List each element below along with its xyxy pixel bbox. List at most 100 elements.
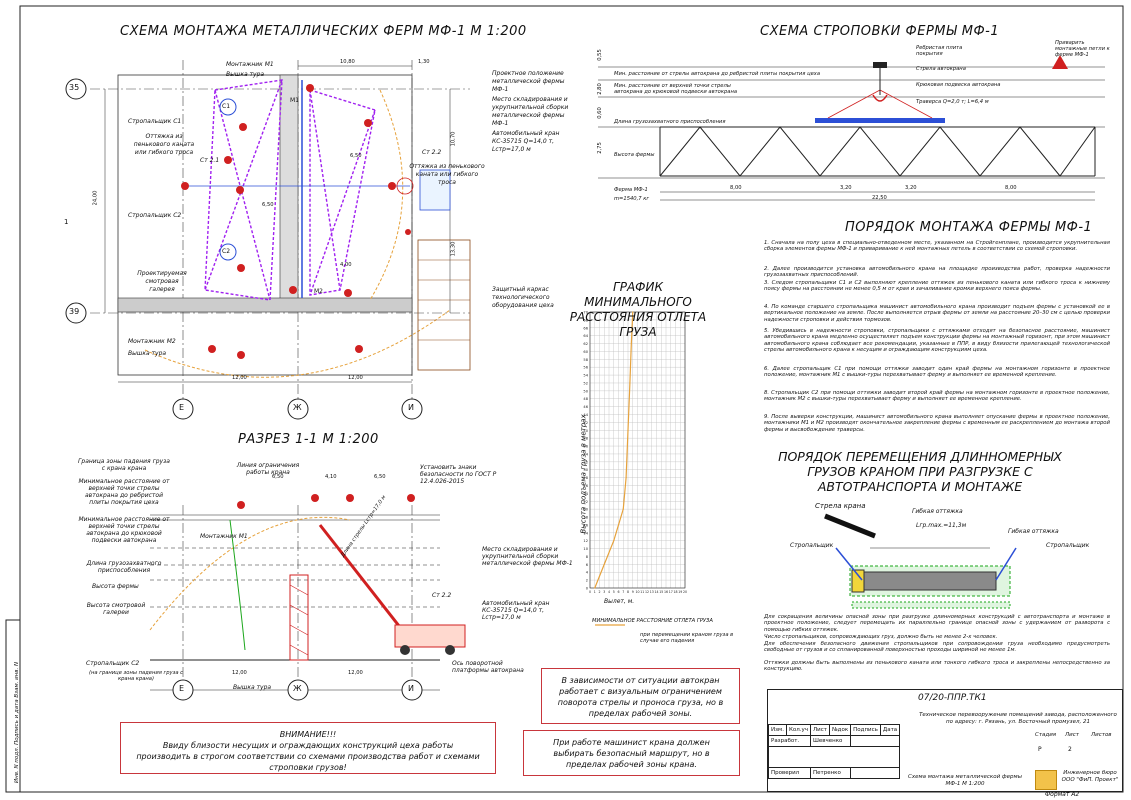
section-axis-e: Е <box>179 684 185 693</box>
title-chart: ГРАФИК МИНИМАЛЬНОГО РАССТОЯНИЯ ОТЛЕТА ГР… <box>569 280 707 339</box>
axis-e: Е <box>179 403 185 412</box>
tb-drawing-name: Схема монтажа металлической фермы МФ-1 М… <box>908 774 1022 787</box>
plan-c1: С1 <box>222 103 231 110</box>
chart-legend-title: МИНИМАЛЬНОЕ РАССТОЯНИЕ ОТЛЕТА ГРУЗА <box>592 618 713 624</box>
tb-sheet: 2 <box>1068 746 1072 753</box>
plan-dim-2: 12,00 <box>348 375 363 381</box>
section-gallery-height: Высота смотровой галереи <box>86 602 146 616</box>
chart-y-tick-label: 0 <box>586 587 589 591</box>
tb-company: Инженерное бюро ООО "ФиП. Проект" <box>1061 770 1119 783</box>
chart-point <box>632 311 634 313</box>
tb-developed-name: Шевченко <box>809 735 852 747</box>
side-stamp: Инв. N подл. Подпись и дата Взам. инв. N <box>14 661 20 783</box>
attention-text: Ввиду близости несущих и ограждающих кон… <box>136 741 480 772</box>
procedure-step: 6. Далее стропальщик С1 при помощи оттяж… <box>764 366 1110 379</box>
chart-y-tick-label: 4 <box>586 571 589 575</box>
procedure-step: 9. После выверки конструкции, машинист а… <box>764 414 1110 433</box>
chart-point <box>613 540 615 542</box>
tb-header: Подпись <box>850 724 881 736</box>
sling-dim-1: 8,00 <box>730 185 742 191</box>
plan-dim-8: 10,70 <box>450 131 457 147</box>
sling-scheme <box>598 55 1105 201</box>
plan-dim-5: 24,00 <box>92 190 99 206</box>
sling-dim-3: 3,20 <box>905 185 917 191</box>
tb-header: Дата <box>879 724 901 736</box>
chart-y-tick-label: 2 <box>586 579 588 583</box>
chart-min-distance: 0246810121416182022242628303234363840424… <box>583 311 687 626</box>
axis-row-35: 35 <box>69 83 80 92</box>
chart-x-tick-label: 8 <box>627 590 629 594</box>
chart-y-tick-label: 30 <box>583 468 588 472</box>
procedure-step: 3. Следом стропальщики С1 и С2 выполняют… <box>764 280 1110 293</box>
sling-min-dist-slab: Мин. расстояние от стрелы автокрана до р… <box>614 71 821 77</box>
title-sling-scheme: СХЕМА СТРОПОВКИ ФЕРМЫ МФ-1 <box>760 24 1000 39</box>
sling-dim-5: 22,50 <box>872 195 887 201</box>
section-slinger-note: (на границе зоны падения груза с крана к… <box>88 670 184 682</box>
tb-sheets-label: Листов <box>1091 732 1112 738</box>
sling-dim-9: 2,75 <box>596 142 603 154</box>
chart-x-tick-label: 1 <box>594 590 596 594</box>
section-min-hook: Минимальное расстояние от верхней точки … <box>78 516 170 544</box>
chart-y-tick-label: 20 <box>583 508 588 512</box>
chart-y-tick-label: 34 <box>583 452 588 456</box>
chart-y-tick-label: 64 <box>583 334 588 338</box>
chart-y-tick-label: 28 <box>583 476 588 480</box>
axis-zh: Ж <box>293 403 302 412</box>
chart-x-tick-label: 14 <box>654 590 658 594</box>
tb-project: Техническое перевооружение помещений зав… <box>919 712 1117 725</box>
chart-y-tick-label: 18 <box>583 516 588 520</box>
chart-y-tick-label: 38 <box>583 437 588 441</box>
chart-point <box>603 563 605 565</box>
chart-y-tick-label: 68 <box>583 318 588 322</box>
section-signs: Установить знаки безопасности по ГОСТ Р … <box>420 464 497 485</box>
chart-point <box>625 477 627 479</box>
chart-y-tick-label: 48 <box>583 397 588 401</box>
chart-y-tick-label: 62 <box>583 342 588 346</box>
plan-dim-9: 13,30 <box>450 241 457 257</box>
chart-x-tick-label: 0 <box>589 590 591 594</box>
chart-y-tick-label: 12 <box>583 539 588 543</box>
plan-tower: Вышка тура <box>226 71 265 78</box>
chart-y-tick-label: 8 <box>586 555 589 559</box>
plan-m1: М1 <box>290 97 299 104</box>
company-logo <box>1035 770 1057 790</box>
chart-point <box>629 382 631 384</box>
plan-dim-4: 1,30 <box>418 59 430 65</box>
chart-y-tick-label: 70 <box>583 311 588 315</box>
section-crane: Автомобильный кран КС-35715 Q=14,0 т, Lс… <box>482 600 550 621</box>
chart-y-tick-label: 42 <box>583 421 588 425</box>
title-section: РАЗРЕЗ 1-1 М 1:200 <box>238 432 379 447</box>
procedure-step: 4. По команде старшего стропальщика маши… <box>764 304 1110 323</box>
chart-x-tick-label: 18 <box>673 590 677 594</box>
section-dim-4: 12,00 <box>232 670 247 676</box>
plan-dim-3: 10,80 <box>340 59 355 65</box>
chart-x-tick-label: 4 <box>608 590 610 594</box>
ll-lgr: Lгр.max.=11,3м <box>916 522 967 529</box>
section-st22: Ст 2.2 <box>432 592 452 599</box>
chart-x-tick-label: 11 <box>640 590 644 594</box>
title-long-loads: ПОРЯДОК ПЕРЕМЕЩЕНИЯ ДЛИННОМЕРНЫХ ГРУЗОВ … <box>778 449 1062 494</box>
chart-y-tick-label: 54 <box>583 374 588 378</box>
procedure-step: 2. Далее производится установка автомоби… <box>764 266 1110 279</box>
section-mark-left: 1 <box>64 218 69 226</box>
chart-y-tick-label: 44 <box>583 413 588 417</box>
tb-stage: Р <box>1038 746 1042 753</box>
section-dim-2: 4,10 <box>325 474 337 480</box>
chart-y-tick-label: 40 <box>583 429 588 433</box>
plan-storage-place: Место складирования и укрупнительной сбо… <box>492 96 569 127</box>
procedure-step: 5. Убедившись в надежности строповки, ст… <box>764 328 1110 354</box>
sling-weld-loops: Приварить монтажные петли к ферме МФ-1 <box>1055 40 1110 58</box>
long-loads-diagram <box>824 513 1017 609</box>
chart-x-tick-label: 19 <box>678 590 682 594</box>
ll-boom: Стрела крана <box>815 502 866 510</box>
chart-ylabel: Высота подъема груза в метрах <box>579 414 588 534</box>
plan-dim-7: 6,50 <box>350 153 362 159</box>
plan-crane: Автомобильный кран КС-35715 Q=14,0 т, Lс… <box>492 130 560 153</box>
note-crane-visual: В зависимости от ситуации автокран работ… <box>541 668 740 724</box>
sling-dim-4: 8,00 <box>1005 185 1017 191</box>
chart-y-tick-label: 24 <box>583 492 588 496</box>
sling-min-dist-hook: Мин. расстояние от верхней точки стрелы … <box>614 83 738 95</box>
section-danger-zone: Граница зоны падения груза с крана крана <box>78 458 170 472</box>
chart-x-tick-label: 3 <box>603 590 605 594</box>
